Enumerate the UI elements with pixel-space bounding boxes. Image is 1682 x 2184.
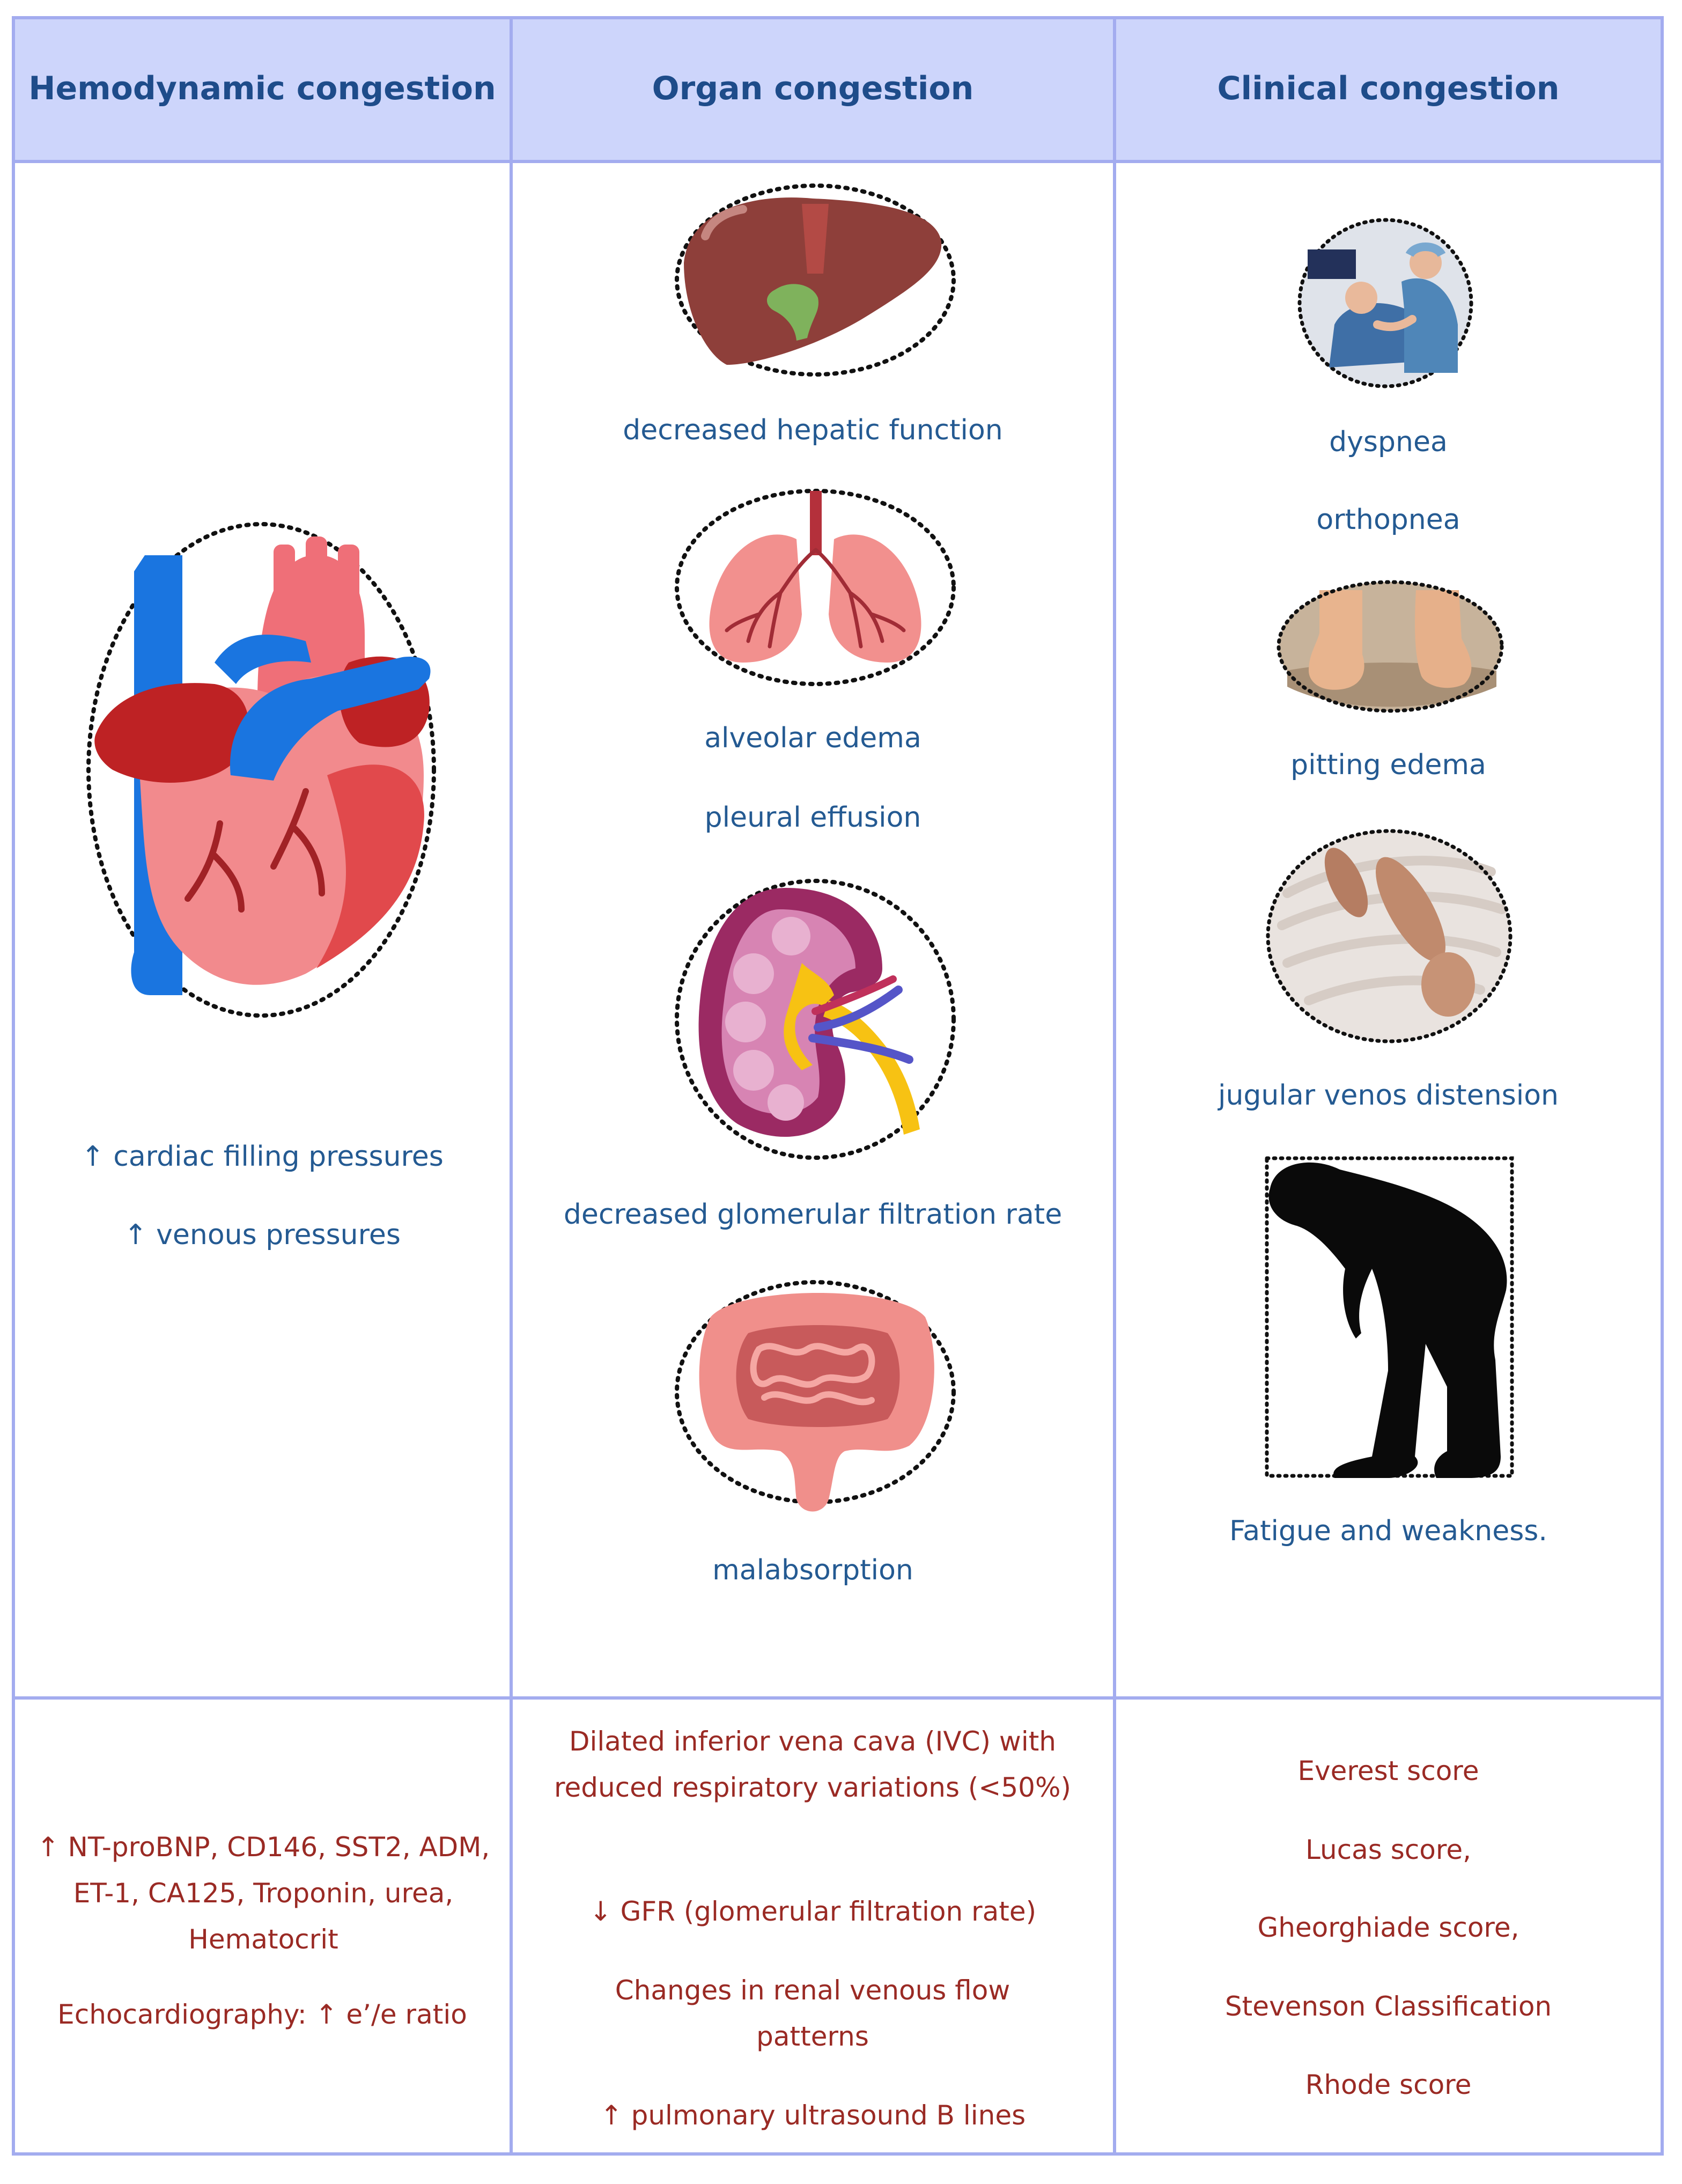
marker-biomarkers: ↑ NT-proBNP, CD146, SST2, ADM, ET-1, CA1… [36, 1832, 490, 1955]
marker-row-divider [12, 1696, 1664, 1700]
label-alveolar-edema: alveolar edema [704, 722, 921, 754]
marker-renal-venous-flow: Changes in renal venous flow patterns [615, 1975, 1010, 2052]
label-malabsorption: malabsorption [712, 1554, 913, 1586]
marker-everest-score: Everest score [1297, 1755, 1479, 1786]
marker-b-lines: ↑ pulmonary ultrasound B lines [600, 2100, 1026, 2131]
label-dyspnea: dyspnea [1329, 426, 1448, 458]
label-glomerular-filtration: decreased glomerular filtration rate [563, 1198, 1063, 1231]
label-cardiac-filling-pressures: ↑ cardiac filling pressures [81, 1141, 444, 1173]
column-divider-2 [1113, 16, 1116, 2156]
marker-echocardiography: Echocardiography: ↑ e’/e ratio [57, 1999, 467, 2030]
marker-gheorghiade-score: Gheorghiade score, [1257, 1912, 1519, 1943]
header-row [12, 16, 1664, 161]
fatigued-person-silhouette [1265, 1156, 1514, 1478]
pitting-edema-photo [1277, 580, 1504, 713]
lungs-icon [675, 489, 956, 686]
label-fatigue: Fatigue and weakness. [1229, 1515, 1547, 1547]
intestine-icon [675, 1280, 956, 1512]
heart-icon [86, 522, 436, 1018]
label-venous-pressures: ↑ venous pressures [124, 1219, 401, 1251]
marker-lucas-score: Lucas score, [1305, 1834, 1471, 1865]
liver-icon [675, 183, 956, 377]
table-border [12, 16, 1664, 2156]
label-orthopnea: orthopnea [1316, 504, 1460, 536]
label-pleural-effusion: pleural effusion [704, 801, 921, 834]
header-organ: Organ congestion [652, 70, 974, 107]
header-hemodynamic: Hemodynamic congestion [28, 70, 496, 107]
marker-rhode-score: Rhode score [1305, 2069, 1472, 2100]
header-clinical: Clinical congestion [1217, 70, 1560, 107]
label-jugular-distension: jugular venos distension [1218, 1079, 1559, 1112]
label-pitting-edema: pitting edema [1290, 749, 1486, 781]
column-divider-1 [510, 16, 513, 2156]
marker-ivc: Dilated inferior vena cava (IVC) with re… [554, 1726, 1071, 1803]
kidney-icon [675, 879, 956, 1160]
header-divider [12, 160, 1664, 163]
marker-gfr: ↓ GFR (glomerular filtration rate) [589, 1896, 1037, 1927]
marker-stevenson-classification: Stevenson Classification [1224, 1991, 1552, 2022]
jugular-vein-photo [1266, 829, 1513, 1043]
dyspnea-photo [1297, 218, 1473, 388]
label-hepatic-function: decreased hepatic function [623, 414, 1003, 446]
